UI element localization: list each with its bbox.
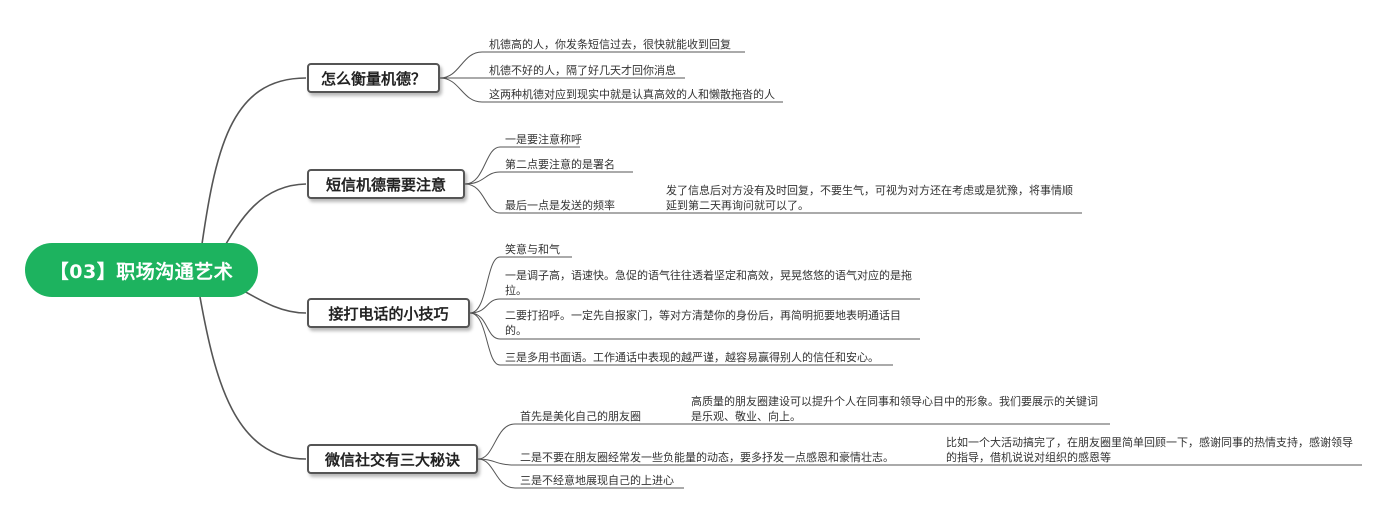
leaf-item: 机德不好的人，隔了好几天才回你消息 [489,64,676,77]
connector-root-b4 [199,296,307,460]
leaf-item: 三是不经意地展现自己的上进心 [520,474,674,487]
branch-label: 短信机德需要注意 [325,175,446,194]
connector-root-b2 [219,183,307,255]
branch-label: 微信社交有三大秘诀 [324,450,460,469]
leaf-item: 这两种机德对应到现实中就是认真高效的人和懒散拖沓的人 [489,88,775,101]
branch-node-wechat[interactable]: 微信社交有三大秘诀 [307,444,478,474]
root-label: 【03】职场沟通艺术 [49,260,234,283]
leaf-item: 二是不要在朋友圈经常发一些负能量的动态，要多抒发一点感恩和豪情壮志。 [520,451,894,464]
leaf-sub-item: 比如一个大活动搞完了，在朋友圈里简单回顾一下，感谢同事的热情支持，感谢领导的指导… [946,436,1353,464]
leaf-item: 笑意与和气 [505,243,560,256]
leaf-item: 首先是美化自己的朋友圈 [520,410,641,423]
branch-node-measure[interactable]: 怎么衡量机德？ [307,63,440,93]
leaf-item: 第二点要注意的是署名 [505,158,615,171]
leaf-item: 一是调子高，语速快。急促的语气往往透着坚定和高效，晃晃悠悠的语气对应的是拖拉。 [505,269,912,297]
leaf-sub-item: 发了信息后对方没有及时回复，不要生气，可视为对方还在考虑或是犹豫，将事情顺延到第… [666,184,1073,212]
branch-label: 接打电话的小技巧 [328,304,449,323]
leaf-item: 机德高的人，你发条短信过去，很快就能收到回复 [489,38,731,51]
leaf-item: 最后一点是发送的频率 [505,199,615,212]
branch-node-sms[interactable]: 短信机德需要注意 [307,169,465,199]
root-node[interactable]: 【03】职场沟通艺术 [25,243,258,297]
branch-label: 怎么衡量机德？ [320,69,426,88]
leaf-sub-item: 高质量的朋友圈建设可以提升个人在同事和领导心目中的形象。我们要展示的关键词是乐观… [691,395,1098,423]
leaf-item: 三是多用书面语。工作通话中表现的越严谨，越容易赢得别人的信任和安心。 [505,351,879,364]
connector-root-b1 [199,77,307,259]
leaf-item: 二要打招呼。一定先自报家门，等对方清楚你的身份后，再简明扼要地表明通话目的。 [505,309,901,337]
branch-node-phone[interactable]: 接打电话的小技巧 [307,298,470,328]
leaf-item: 一是要注意称呼 [505,133,582,146]
